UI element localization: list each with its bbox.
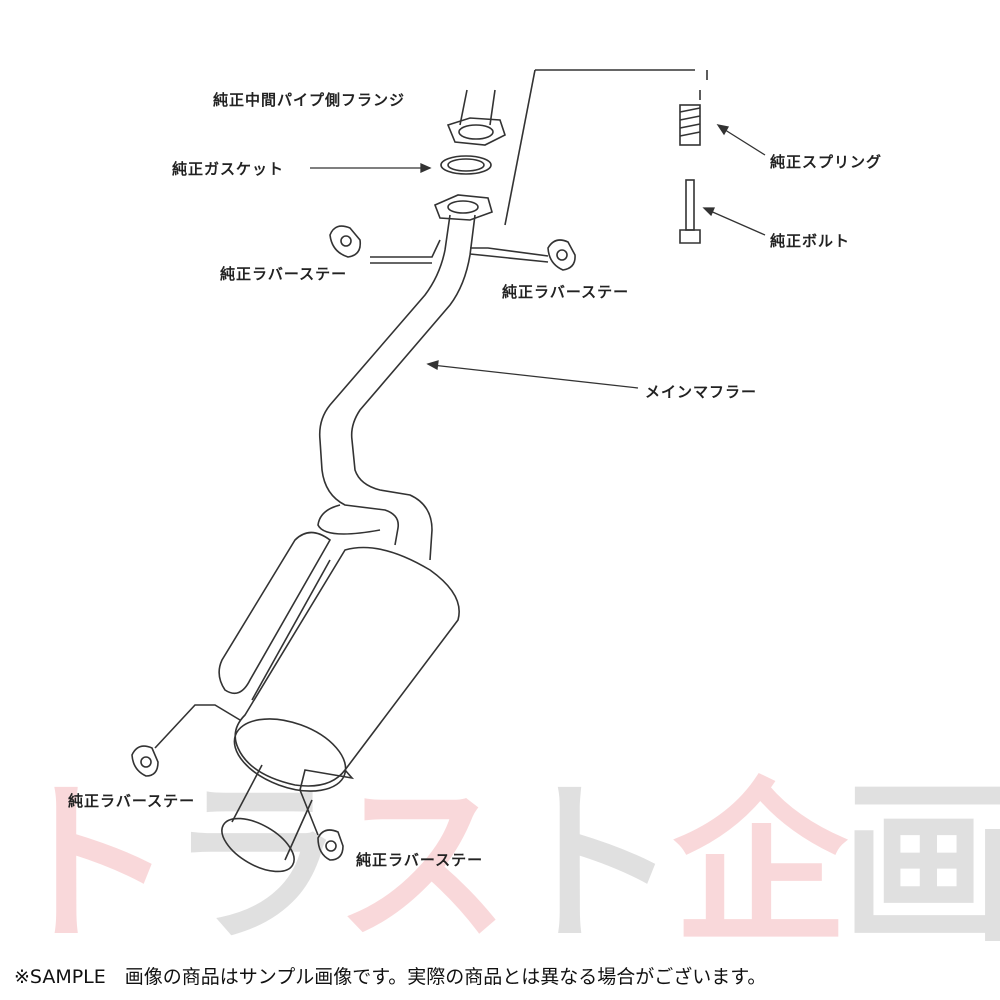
spring-part [679,104,701,146]
label-rubber-stay-4: 純正ラバーステー [356,851,484,869]
label-rubber-stay-1: 純正ラバーステー [220,265,348,283]
wm-char: 企 [672,762,848,967]
tail-pipe [221,764,313,873]
rubber-stay-parts [131,225,576,861]
bolt-part [679,179,701,244]
label-bolt: 純正ボルト [770,232,851,250]
connector-lines [504,69,708,226]
rubber-stay-icon-1 [329,225,362,258]
wm-char: ス [334,762,510,967]
pipe-flange [433,194,493,221]
hanger-rods-top [370,239,549,264]
wm-char: ト [0,762,175,967]
flange-part [446,117,506,146]
gasket-part [440,155,492,175]
rubber-stay-icon-2 [547,239,576,271]
label-flange: 純正中間パイプ側フランジ [213,91,406,109]
label-main-muffler: メインマフラー [645,383,758,401]
label-rubber-stay-3: 純正ラバーステー [68,792,196,810]
label-gasket: 純正ガスケット [172,160,285,178]
wm-char: ト [503,762,679,967]
wm-char: 画 [841,762,1000,967]
hanger-rods-bottom [154,704,355,836]
leader-arrows [310,124,766,389]
rubber-stay-icon-4 [317,829,344,861]
muffler-body [218,531,460,792]
label-rubber-stay-2: 純正ラバーステー [502,283,630,301]
rubber-stay-icon-3 [131,745,159,777]
main-pipe [317,214,476,561]
sample-disclaimer: ※SAMPLE 画像の商品はサンプル画像です。実際の商品とは異なる場合がございま… [14,966,767,988]
label-spring: 純正スプリング [770,153,883,171]
